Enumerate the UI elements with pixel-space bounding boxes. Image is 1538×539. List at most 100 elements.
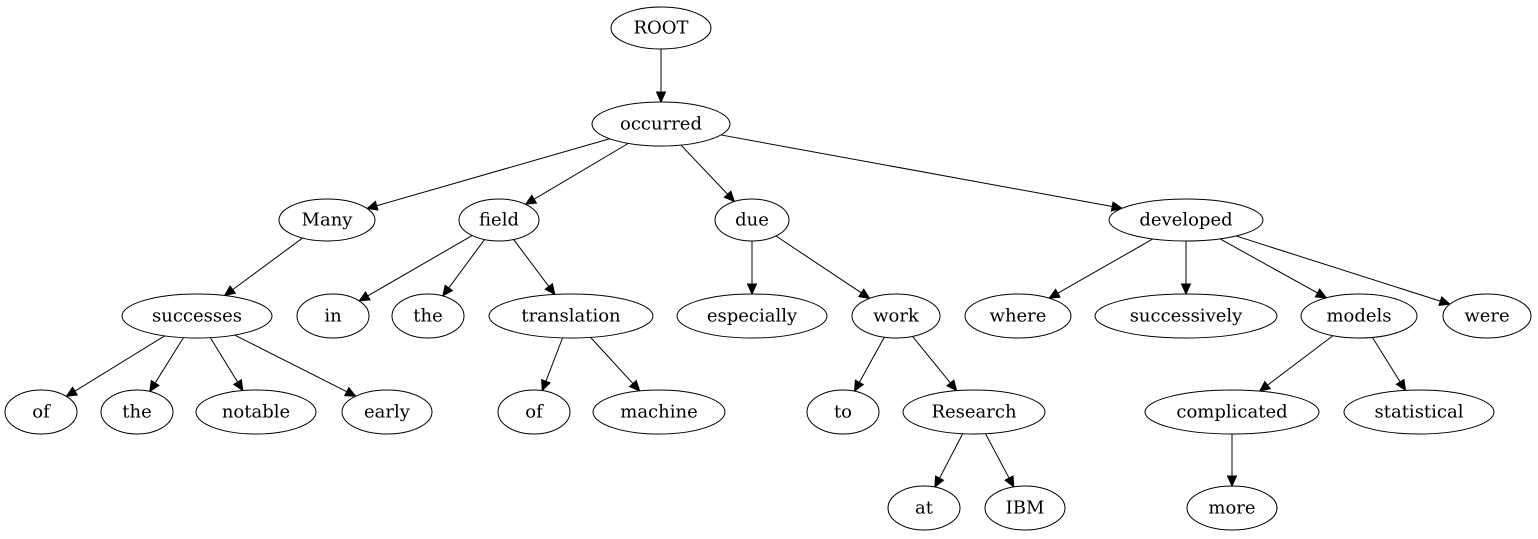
edge-occurred-to-developed bbox=[720, 134, 1124, 212]
node-the-n17: the bbox=[100, 389, 174, 435]
edge-line bbox=[1235, 235, 1441, 302]
node-ellipse bbox=[1094, 293, 1278, 339]
node-ellipse bbox=[341, 389, 433, 435]
node-ellipse bbox=[458, 198, 540, 242]
node-notable-n18: notable bbox=[195, 389, 317, 435]
node-ellipse bbox=[4, 389, 78, 435]
edge-arrowhead bbox=[1110, 201, 1124, 212]
edge-line bbox=[858, 336, 885, 383]
edge-line bbox=[1371, 337, 1401, 383]
edge-field-to-in bbox=[358, 235, 473, 302]
node-label: more bbox=[1208, 498, 1255, 519]
node-label: work bbox=[873, 306, 920, 327]
edge-line bbox=[513, 239, 550, 287]
edge-arrowhead bbox=[223, 285, 237, 297]
edge-line bbox=[234, 334, 348, 393]
node-in-n7: in bbox=[296, 293, 370, 339]
node-field-n3: field bbox=[458, 198, 540, 242]
node-successively-n13: successively bbox=[1094, 293, 1278, 339]
edge-line bbox=[775, 235, 862, 294]
node-label: early bbox=[364, 402, 411, 423]
edge-line bbox=[74, 335, 165, 392]
edge-line bbox=[232, 237, 303, 291]
edge-arrowhead bbox=[232, 378, 244, 392]
edge-arrowhead bbox=[524, 194, 538, 205]
edge-successes-to-of bbox=[65, 335, 165, 398]
node-ellipse bbox=[1108, 198, 1264, 242]
node-ellipse bbox=[851, 293, 941, 339]
edge-developed-to-models bbox=[1219, 238, 1328, 299]
edge-line bbox=[1267, 335, 1334, 386]
node-of-n16: of bbox=[4, 389, 78, 435]
edge-arrowhead bbox=[934, 475, 945, 489]
node-ellipse bbox=[391, 293, 465, 339]
edge-field-to-translation bbox=[513, 239, 556, 296]
node-ellipse bbox=[1300, 293, 1418, 339]
edge-research-to-at bbox=[934, 433, 964, 489]
edge-arrowhead bbox=[544, 282, 556, 296]
edge-line bbox=[680, 144, 728, 195]
edge-line bbox=[1057, 238, 1154, 294]
node-ellipse bbox=[121, 293, 273, 339]
node-ellipse bbox=[592, 389, 726, 435]
node-label: in bbox=[324, 306, 342, 327]
edge-complicated-to-more bbox=[1226, 434, 1238, 488]
edge-arrowhead bbox=[1314, 288, 1328, 299]
edge-line bbox=[939, 433, 964, 479]
node-were-n15: were bbox=[1442, 293, 1532, 339]
edge-models-to-statistical bbox=[1371, 337, 1407, 392]
node-ellipse bbox=[1343, 389, 1495, 435]
edge-developed-to-successively bbox=[1180, 241, 1192, 296]
node-label: field bbox=[479, 210, 519, 231]
node-models-n14: models bbox=[1300, 293, 1418, 339]
node-ellipse bbox=[488, 293, 654, 339]
edge-line bbox=[154, 337, 184, 384]
node-ellipse bbox=[676, 293, 828, 339]
edge-arrowhead bbox=[723, 190, 736, 203]
edge-arrowhead bbox=[1258, 380, 1272, 392]
node-at-n26: at bbox=[887, 485, 961, 531]
node-ellipse bbox=[296, 293, 370, 339]
edge-arrowhead bbox=[1226, 475, 1238, 488]
edge-arrowhead bbox=[365, 200, 379, 211]
node-ellipse bbox=[806, 389, 880, 435]
edge-line bbox=[985, 433, 1010, 479]
edge-successes-to-notable bbox=[209, 337, 244, 392]
node-label: due bbox=[735, 210, 769, 231]
node-label: complicated bbox=[1176, 402, 1287, 423]
node-label: ROOT bbox=[633, 18, 688, 39]
node-ellipse bbox=[984, 485, 1066, 531]
node-label: at bbox=[915, 498, 934, 519]
node-research-n23: Research bbox=[902, 389, 1046, 435]
node-label: of bbox=[525, 402, 544, 423]
edge-field-to-the bbox=[442, 239, 485, 297]
node-to-n22: to bbox=[806, 389, 880, 435]
edge-arrowhead bbox=[541, 378, 551, 392]
edge-translation-to-machine bbox=[590, 337, 641, 392]
edge-line bbox=[545, 337, 564, 382]
node-label: IBM bbox=[1006, 498, 1045, 519]
edge-arrowhead bbox=[655, 91, 667, 104]
node-label: notable bbox=[222, 402, 290, 423]
node-work-n11: work bbox=[851, 293, 941, 339]
node-label: models bbox=[1326, 306, 1391, 327]
node-ellipse bbox=[887, 485, 961, 531]
node-ellipse bbox=[1144, 389, 1320, 435]
edge-arrowhead bbox=[628, 379, 641, 392]
node-ellipse bbox=[1186, 485, 1278, 531]
node-ellipse bbox=[964, 293, 1072, 339]
node-label: translation bbox=[521, 306, 621, 327]
node-due-n4: due bbox=[714, 198, 790, 242]
edge-translation-to-of bbox=[541, 337, 564, 392]
node-label: successes bbox=[152, 306, 242, 327]
node-more-n28: more bbox=[1186, 485, 1278, 531]
node-many-n2: Many bbox=[278, 198, 376, 242]
edge-arrowhead bbox=[1004, 475, 1015, 488]
edge-arrowhead bbox=[1048, 288, 1061, 299]
node-ellipse bbox=[610, 6, 712, 50]
node-ellipse bbox=[1442, 293, 1532, 339]
edge-research-to-ibm bbox=[985, 433, 1015, 488]
node-ellipse bbox=[902, 389, 1046, 435]
edge-line bbox=[448, 239, 485, 289]
